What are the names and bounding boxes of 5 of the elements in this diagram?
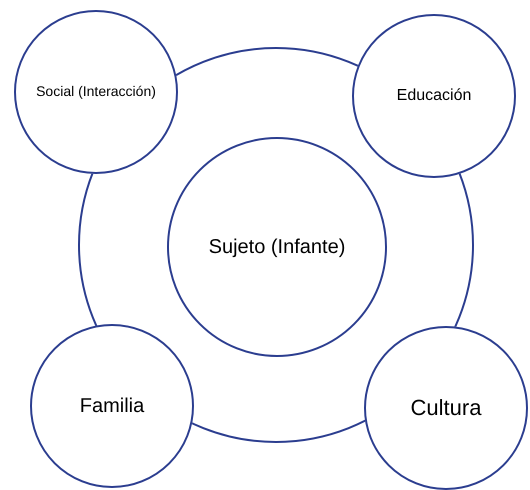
node-label: Educación <box>396 86 472 106</box>
node-label: Sujeto (Infante) <box>208 234 346 260</box>
node-label: Familia <box>78 394 146 418</box>
node-label: Cultura <box>410 394 482 422</box>
node-label: Social (Interacción) <box>35 83 157 101</box>
